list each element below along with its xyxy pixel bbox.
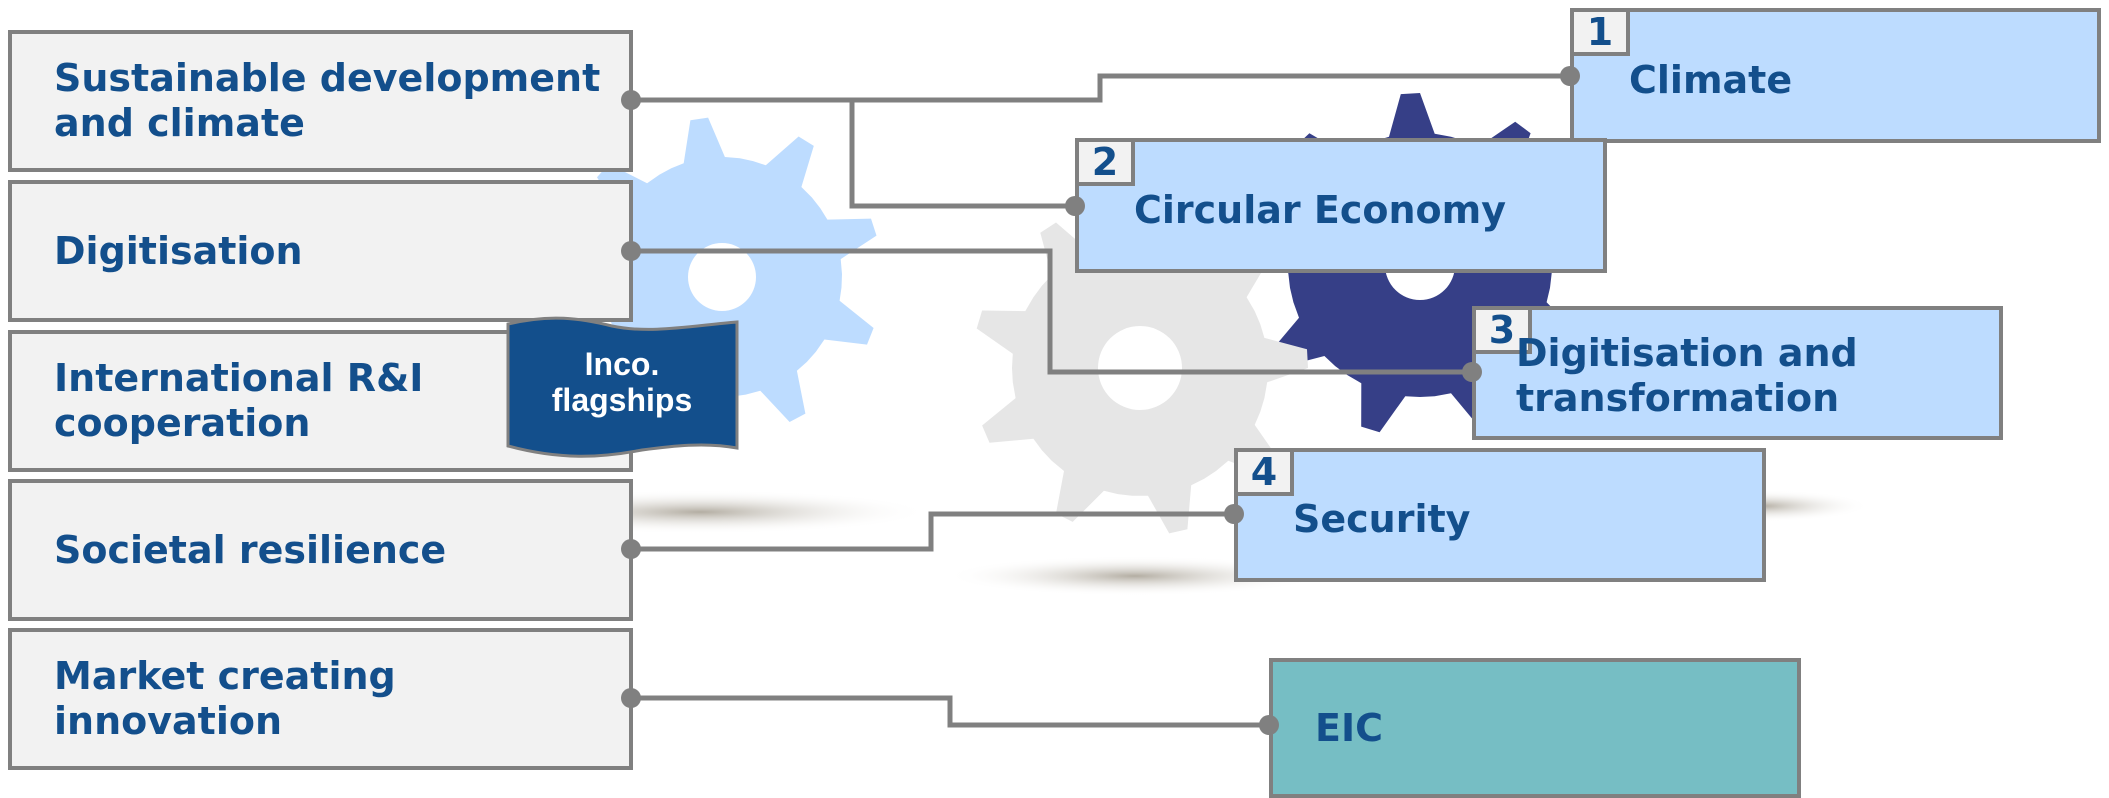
inco-flagships-label: Inco. flagships [551,346,693,418]
box-eic: EIC [1269,658,1801,798]
badge-3: 3 [1472,306,1532,354]
box-digitisation: Digitisation [8,180,633,322]
box-security: 4 Security [1234,448,1766,582]
box-societal-resilience-label: Societal resilience [54,527,447,572]
connector-lines [631,73,1570,728]
badge-2: 2 [1075,138,1135,186]
box-sustainable-development: Sustainable development and climate [8,30,633,172]
box-digitisation-transformation: 3 Digitisation and transformation [1472,306,2003,440]
box-digitisation-label: Digitisation [54,228,303,273]
grey-gear-icon [976,200,1308,534]
connector-digitisation [631,248,1472,375]
box-market-creating-innovation-label: Market creating innovation [54,654,396,743]
box-international-cooperation-label: International R&I cooperation [54,356,424,445]
box-circular-economy: 2 Circular Economy [1075,138,1607,273]
box-climate-label: Climate [1629,58,1793,102]
connector-eic [631,695,1269,728]
box-sustainable-development-label: Sustainable development and climate [54,56,601,145]
box-climate: 1 Climate [1570,8,2101,143]
connector-security [631,511,1234,552]
connector-climate [631,73,1570,103]
box-security-label: Security [1293,497,1471,541]
badge-1: 1 [1570,8,1630,56]
gear-shadow [945,556,1325,596]
connector-circular-economy [849,100,1075,209]
box-digitisation-transformation-label: Digitisation and transformation [1516,331,1858,420]
box-eic-label: EIC [1315,706,1383,750]
box-market-creating-innovation: Market creating innovation [8,628,633,770]
badge-4: 4 [1234,448,1294,496]
box-circular-economy-label: Circular Economy [1134,188,1506,232]
box-societal-resilience: Societal resilience [8,479,633,621]
